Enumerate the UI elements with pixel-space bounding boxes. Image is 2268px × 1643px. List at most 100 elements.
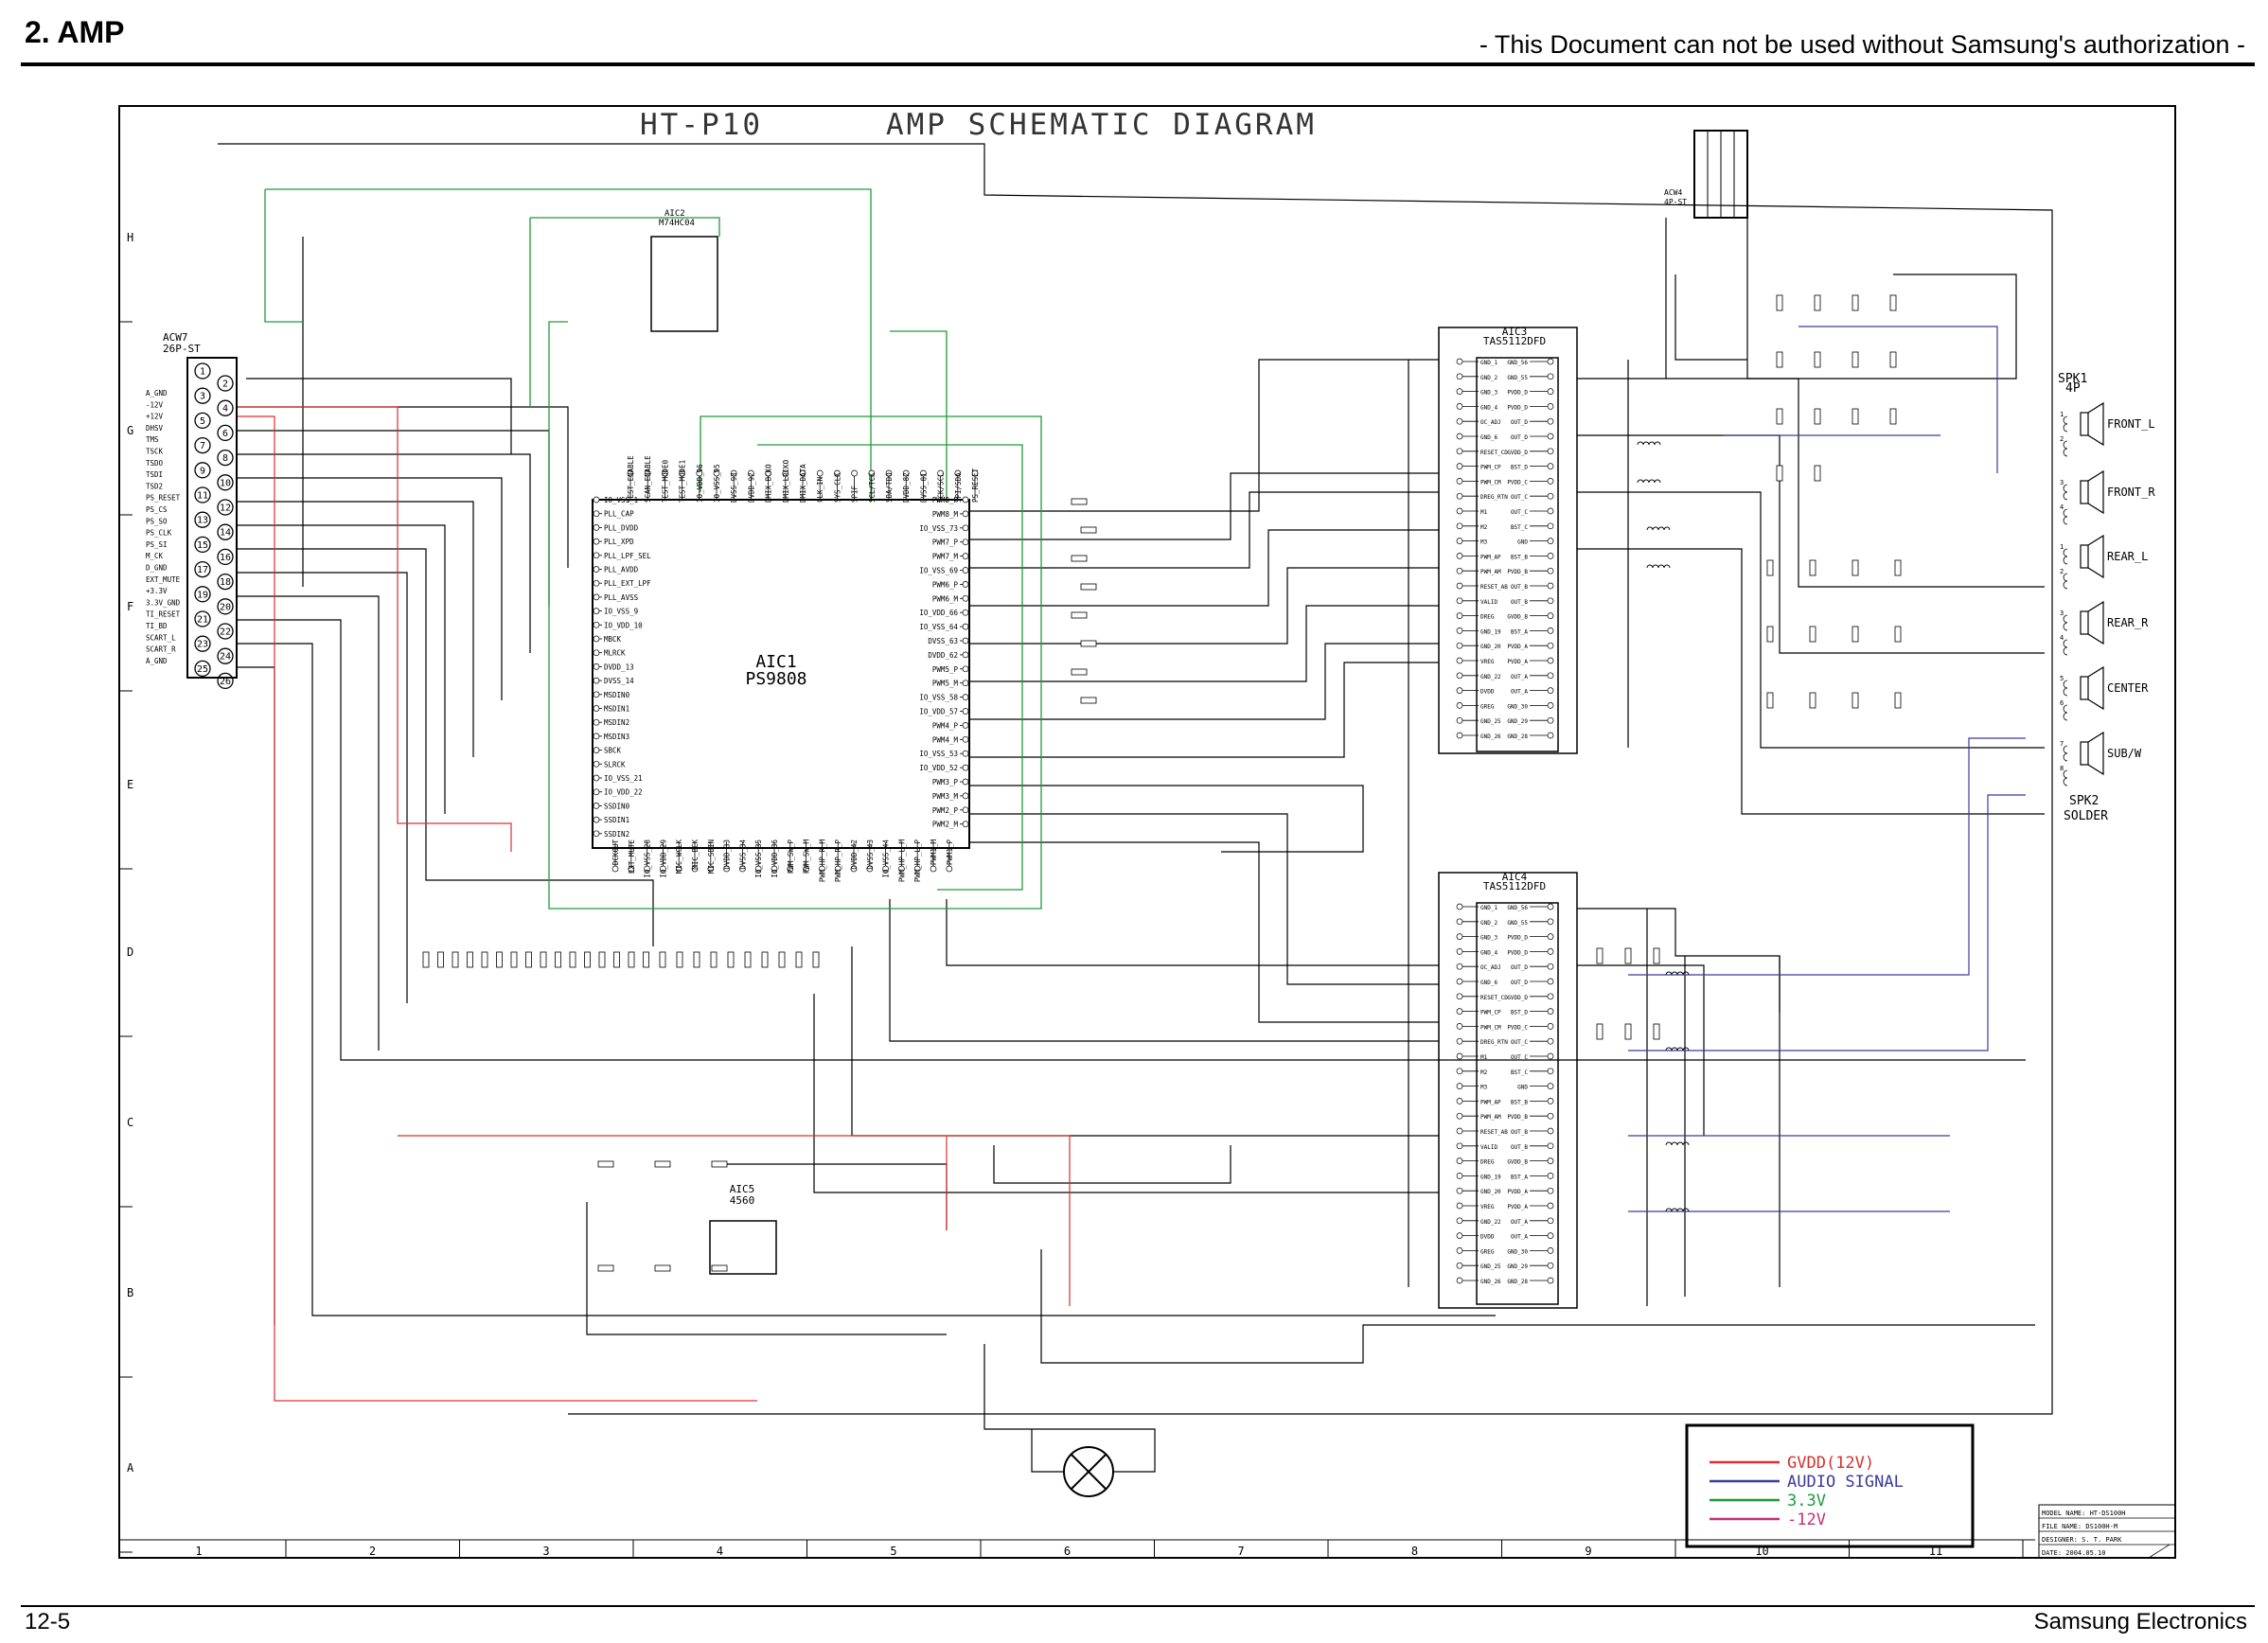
acw7-signal-label: DHSV	[146, 424, 164, 433]
pin-number: 20	[220, 602, 231, 612]
pin-dot	[1456, 433, 1463, 440]
pin-dot	[1547, 1232, 1554, 1239]
passive-part	[693, 951, 700, 968]
trace	[237, 501, 474, 814]
pin-name: OUT_B	[1511, 584, 1528, 591]
pin-dot	[962, 792, 969, 800]
passive-part	[1814, 294, 1821, 311]
pin-name: PWM3_P	[932, 778, 959, 786]
pin-name: PWM_SW_P	[787, 839, 795, 874]
pin-name: IO_VSS_53	[919, 750, 958, 758]
pin-dot	[1547, 403, 1554, 410]
acw7-signal-label: TSD2	[146, 482, 163, 490]
pin-dot	[593, 774, 600, 782]
passive-part	[628, 951, 635, 968]
pin-name: GREG	[1480, 703, 1495, 710]
pin-circle	[217, 474, 234, 491]
speaker-pin: 5	[2060, 675, 2064, 682]
pin-name: DCKOUT	[611, 839, 620, 866]
pin-name: OUT_D	[1511, 434, 1528, 441]
aic3-part: TAS5112DFD	[1483, 335, 1546, 347]
pin-dot	[593, 830, 600, 838]
passive-part	[778, 951, 786, 968]
title-block-designer: DESIGNER: S. T. PARK	[2042, 1536, 2122, 1544]
pin-name: PWM_AM	[1480, 569, 1501, 575]
inductor-part	[1637, 479, 1644, 484]
inductor-part	[1648, 479, 1656, 484]
pin-number: 25	[197, 664, 208, 675]
pin-name: MIC_WCLK	[675, 839, 683, 874]
pin-dot	[850, 865, 858, 873]
col-label: 4	[717, 1545, 723, 1558]
pin-dot	[1547, 597, 1554, 605]
pin-name: GND_26	[1480, 1279, 1501, 1285]
pin-dot	[1456, 1127, 1463, 1135]
pin-dot	[707, 865, 715, 873]
pin-dot	[866, 865, 874, 873]
trace-gvdd	[237, 415, 757, 1402]
pin-dot	[1547, 373, 1554, 380]
pin-number: 9	[200, 466, 205, 476]
pin-name: DMIX_BCKO	[765, 464, 773, 503]
pin-name: DMIX_DATA	[799, 464, 807, 503]
pin-circle	[194, 586, 211, 603]
inductor-part	[1654, 441, 1661, 446]
speaker-label: CENTER	[2107, 681, 2149, 695]
pin-dot	[691, 865, 699, 873]
pin-dot	[1456, 993, 1463, 1000]
speaker-pin: 7	[2060, 740, 2064, 748]
pin-name: DVDD_62	[928, 651, 958, 660]
pin-name: DVDD_33	[723, 839, 732, 870]
pin-circle	[217, 573, 234, 591]
trace	[237, 572, 408, 1051]
acw4-part: 4P-ST	[1664, 198, 1687, 206]
passive-part	[613, 951, 620, 968]
pin-dot	[1456, 672, 1463, 680]
pin-dot	[902, 469, 910, 477]
speaker-coil	[2063, 573, 2068, 590]
pin-name: PWM_HP_L_M	[897, 839, 906, 883]
acw7-signal-label: TSCK	[146, 448, 164, 456]
pin-dot	[1456, 1008, 1463, 1015]
inductor-part	[1642, 441, 1650, 446]
pin-name: VREG	[1480, 659, 1495, 665]
aic1-ref: AIC1	[755, 652, 796, 672]
row-label: F	[127, 600, 133, 613]
aic3-ref: AIC3	[1502, 326, 1528, 338]
pin-dot	[1547, 553, 1554, 559]
speaker-coil	[2063, 704, 2068, 721]
passive-part	[1852, 626, 1859, 643]
passive-part	[795, 951, 803, 968]
pin-dot	[1547, 538, 1554, 544]
pin-dot	[1456, 1217, 1463, 1225]
pin-dot	[1547, 1037, 1554, 1045]
pin-name: GND_3	[1480, 390, 1497, 397]
pin-dot	[1456, 963, 1463, 970]
spk2-part: SOLDER	[2064, 809, 2108, 823]
speaker-front-l: FRONT_L12	[2060, 401, 2155, 457]
passive-part	[1766, 692, 1774, 709]
pin-name: PWM7_P	[932, 539, 959, 547]
pin-dot	[1547, 1217, 1554, 1225]
pin-name: TEST_ENABLE	[627, 455, 635, 503]
speaker-cone	[2087, 534, 2104, 579]
connector-acw7: ACW7 26P-ST 1234567891011121314151617181…	[146, 331, 238, 690]
pin-number: 13	[197, 516, 208, 526]
acw7-signal-label: EXT_MUTE	[146, 575, 181, 584]
passive-part	[540, 951, 547, 968]
pin-dot	[593, 663, 600, 670]
pin-dot	[1456, 492, 1463, 500]
pin-dot	[644, 469, 651, 477]
trace	[218, 143, 2053, 1415]
pin-name: DVDD_42	[850, 839, 859, 870]
inductor-part	[1682, 1141, 1690, 1146]
pin-name: DVDD_82	[902, 472, 911, 503]
speaker-label: REAR_L	[2107, 550, 2148, 563]
inductor-part	[1652, 564, 1659, 569]
pin-dot	[765, 469, 771, 477]
speaker-coil	[2063, 508, 2068, 525]
pin-name: PLL_EXT_LPF	[604, 579, 651, 588]
pin-dot	[1456, 1157, 1463, 1164]
pin-dot	[1547, 507, 1554, 515]
